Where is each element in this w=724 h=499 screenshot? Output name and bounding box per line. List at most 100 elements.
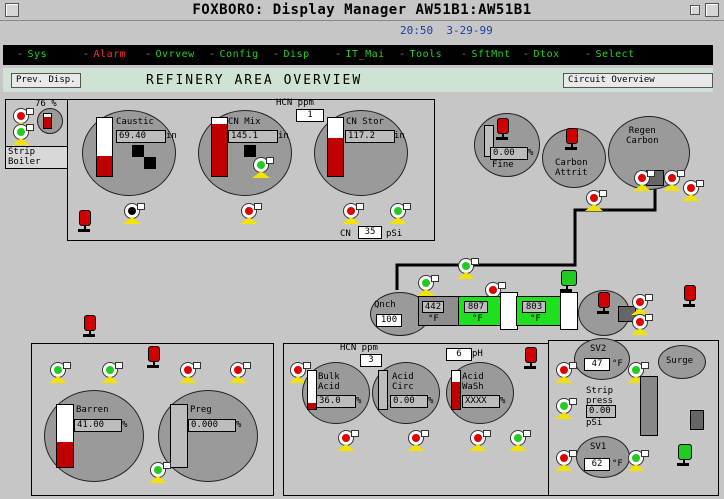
kiln-valve[interactable] [597, 292, 610, 314]
sv2-value: 47 [584, 358, 610, 371]
acid-feed-pump[interactable] [289, 362, 311, 383]
kiln-outlet-valve[interactable] [683, 285, 696, 307]
preg-inlet-valve[interactable] [147, 346, 160, 368]
minimize-button[interactable] [690, 5, 700, 15]
menu-bar: -Sys -Alarm -Ovrvew -Config -Disp -IT_Ma… [3, 45, 713, 65]
regen-carbon-pump-3[interactable] [682, 180, 704, 201]
menu-sftmnt[interactable]: -SftMnt [461, 49, 511, 60]
acid-circ-pump[interactable] [407, 430, 429, 451]
caustic-valve-indicator-2 [144, 157, 156, 169]
sv1-outlet-valve[interactable] [677, 444, 692, 466]
quench-pump[interactable] [457, 258, 479, 279]
strip-press-unit: pSi [586, 418, 603, 428]
heater-1-temp: 442 [422, 301, 444, 313]
strip-side-valve [690, 410, 704, 430]
caustic-level [96, 117, 113, 177]
cn-pressure-unit: pSi [386, 229, 403, 239]
cn-mix-pump[interactable] [240, 203, 262, 224]
acid-wash-pump-2[interactable] [509, 430, 531, 451]
quench-feed-pump[interactable] [417, 275, 439, 296]
preg-pump-2[interactable] [229, 362, 251, 383]
kiln-vent-valve[interactable] [560, 270, 577, 292]
bulk-acid-level [307, 370, 317, 410]
cn-mix-level [211, 117, 228, 177]
sv2-unit: °F [612, 359, 623, 369]
menu-sys[interactable]: -Sys [17, 49, 48, 60]
cn-mix-value: 145.1 [228, 130, 278, 143]
regen-carbon-pump-1[interactable] [633, 170, 655, 191]
acid-circ-unit: % [428, 396, 434, 406]
acid-wash-value: XXXX [462, 395, 500, 408]
strip-boiler-percent: 76 % [35, 99, 57, 109]
heater-2-temp: 807 [464, 301, 488, 313]
bulk-acid-value: 36.0 [316, 395, 356, 408]
surge-name: Surge [666, 356, 694, 366]
menu-disp[interactable]: -Disp [273, 49, 310, 60]
kiln-pump-1[interactable] [631, 294, 653, 315]
display-header: Prev. Disp. Circuit Overview [3, 68, 713, 92]
sv1-outlet-pump[interactable] [627, 450, 649, 471]
heater-3-temp: 803 [522, 301, 546, 313]
hcn-mid-value: 3 [360, 354, 382, 367]
menu-select[interactable]: -Select [585, 49, 635, 60]
strip-boiler-pump-1[interactable] [12, 108, 34, 129]
acid-circ-level [378, 370, 388, 410]
window-title: FOXBORO: Display Manager AW51B1:AW51B1 [192, 2, 532, 18]
acid-inlet-valve[interactable] [524, 347, 537, 369]
bulk-acid-pump[interactable] [337, 430, 359, 451]
circuit-overview-button[interactable]: Circuit Overview [563, 73, 713, 88]
maximize-button[interactable] [705, 3, 719, 17]
menu-ovrvew[interactable]: -Ovrvew [145, 49, 195, 60]
carbon-attrit-pump[interactable] [585, 190, 607, 211]
menu-config[interactable]: -Config [209, 49, 259, 60]
cn-pressure-label: CN [340, 229, 351, 239]
fine-valve[interactable] [496, 118, 509, 140]
acid-wash-pump[interactable] [469, 430, 491, 451]
fine-unit: % [528, 148, 534, 158]
heater-1-unit: °F [428, 314, 439, 324]
barren-value: 41.00 [74, 419, 122, 432]
regen-carbon-pump-2[interactable] [663, 170, 685, 191]
cn-stor-pump-2[interactable] [389, 203, 411, 224]
strip-boiler-pump-2[interactable] [12, 124, 34, 145]
quench-name: Qnch [374, 300, 396, 310]
bulk-acid-unit: % [356, 396, 362, 406]
heater-end [560, 292, 578, 330]
sv2-pump[interactable] [555, 362, 577, 383]
cn-stor-pump-1[interactable] [342, 203, 364, 224]
clock-date: 3-29-99 [446, 24, 493, 37]
preg-discharge-pump[interactable] [149, 462, 171, 483]
prev-disp-button[interactable]: Prev. Disp. [11, 73, 81, 88]
menu-tools[interactable]: -Tools [399, 49, 443, 60]
sv2-name: SV2 [590, 344, 607, 354]
preg-name: Preg [190, 405, 212, 415]
menu-alarm[interactable]: -Alarm [83, 49, 127, 60]
ph-label: pH [472, 349, 483, 359]
window-menu-button[interactable] [5, 3, 19, 17]
quench-value: 100 [376, 314, 402, 327]
caustic-feed-valve[interactable] [78, 210, 91, 232]
preg-pump-1[interactable] [179, 362, 201, 383]
barren-name: Barren [76, 405, 109, 415]
barren-pump-1[interactable] [49, 362, 71, 383]
heater-3-unit: °F [530, 314, 541, 324]
kiln-pump-2[interactable] [631, 314, 653, 335]
barren-level [56, 404, 74, 468]
sv1-pump[interactable] [555, 450, 577, 471]
menu-dtox[interactable]: -Dtox [523, 49, 560, 60]
fine-name: Fine [492, 160, 514, 170]
preg-unit: % [236, 420, 242, 430]
clock: 20:50 3-29-99 [400, 24, 493, 37]
carbon-attrit-valve[interactable] [565, 128, 578, 150]
strip-press-pump[interactable] [555, 398, 577, 419]
menu-it-mai[interactable]: -IT_Mai [335, 49, 385, 60]
barren-inlet-valve[interactable] [83, 315, 96, 337]
caustic-pump[interactable] [123, 203, 145, 224]
cn-mix-agitator[interactable] [252, 157, 274, 178]
barren-pump-2[interactable] [101, 362, 123, 383]
page-title: REFINERY AREA OVERVIEW [146, 73, 363, 88]
sv2-outlet-pump[interactable] [627, 362, 649, 383]
